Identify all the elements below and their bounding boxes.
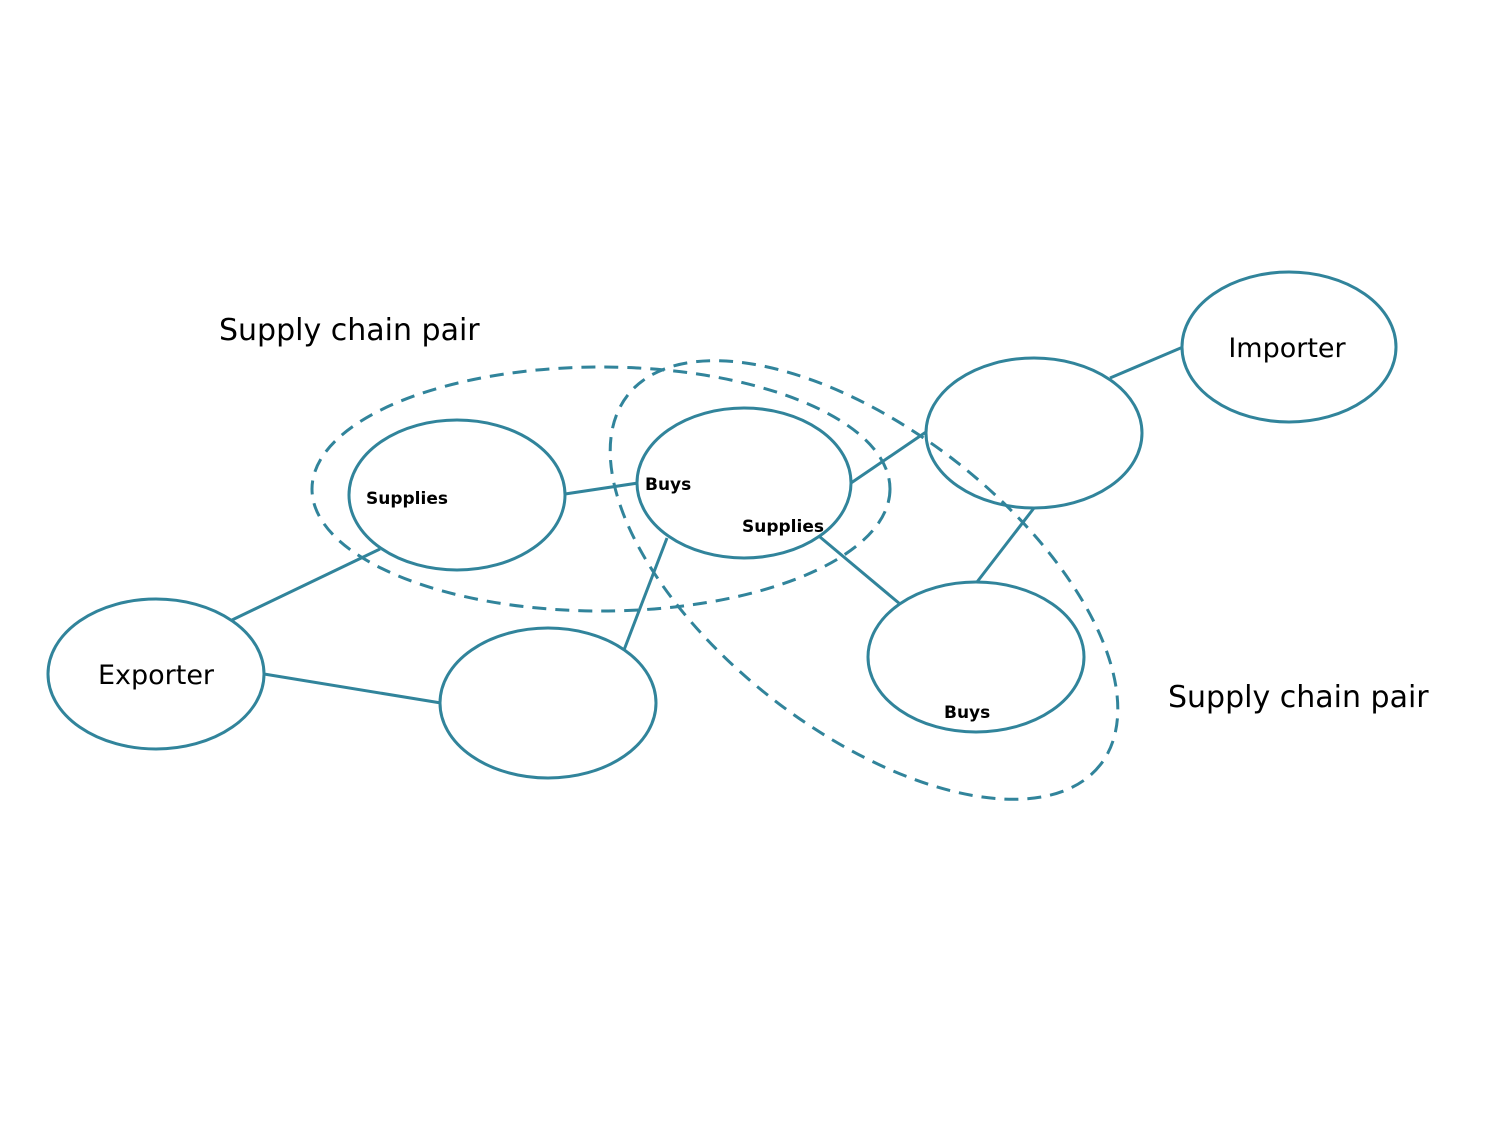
node-exporter xyxy=(46,597,266,751)
firm-b-buys-label: Buys xyxy=(645,475,691,495)
edge-firm-c-importer xyxy=(1109,345,1184,380)
edge-firm-c-firm-e xyxy=(975,507,1036,583)
edge-exporter-firm-d xyxy=(263,672,442,705)
edge-firm-b-firm-c xyxy=(850,430,927,485)
importer-label: Importer xyxy=(1228,333,1346,364)
edge-firm-a-firm-b xyxy=(564,481,639,496)
firm-a-supplies-label: Supplies xyxy=(366,489,448,509)
node-firm-a xyxy=(347,418,567,572)
node-firm-c xyxy=(924,356,1144,510)
edge-firm-b-firm-e xyxy=(819,535,901,606)
edge-firm-b-firm-d xyxy=(622,537,669,651)
group-label-pair-1: Supply chain pair xyxy=(219,313,480,348)
edge-exporter-firm-a xyxy=(231,547,381,622)
node-firm-b xyxy=(635,406,853,560)
exporter-label: Exporter xyxy=(98,660,215,691)
group-label-pair-2: Supply chain pair xyxy=(1168,680,1429,715)
group-outline-pair-2 xyxy=(608,359,1120,801)
node-importer xyxy=(1180,270,1398,424)
firm-b-supplies-label: Supplies xyxy=(742,517,824,537)
firm-e-buys-label: Buys xyxy=(944,703,990,723)
node-firm-e xyxy=(866,580,1086,734)
group-outline-pair-1 xyxy=(310,365,892,613)
node-firm-d xyxy=(438,626,658,780)
